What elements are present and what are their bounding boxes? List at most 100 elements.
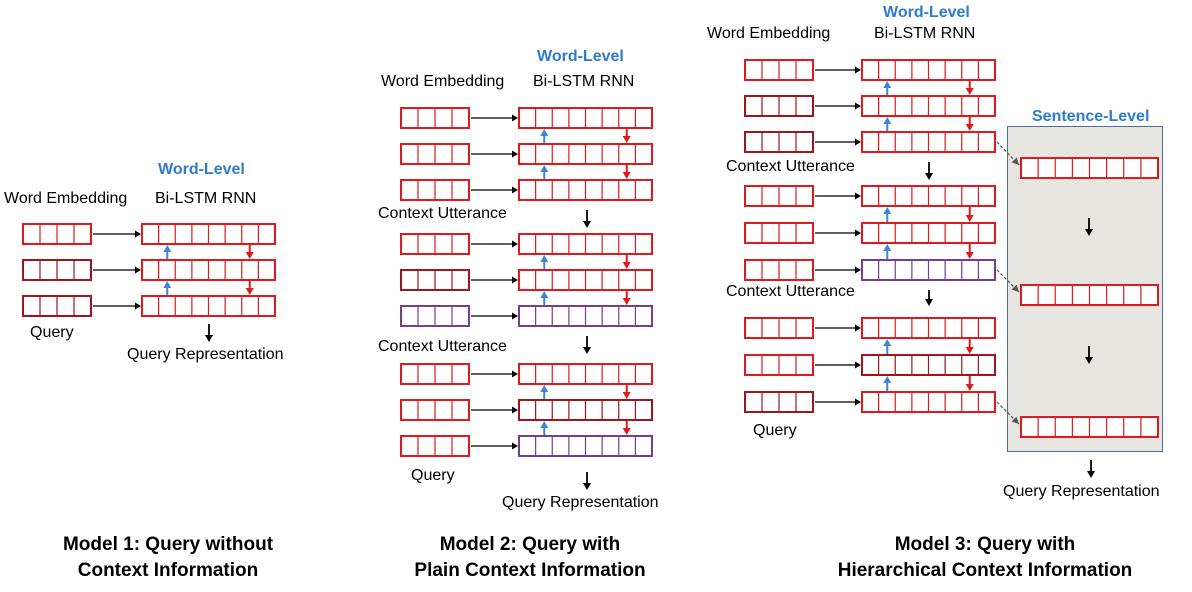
m3-g2-forward-arrow-0-head bbox=[883, 207, 892, 214]
m2-g1-forward-arrow-1-head bbox=[540, 165, 549, 172]
m3-g2-rnn-row-0 bbox=[861, 185, 996, 207]
m3-g2-rnn-row-2 bbox=[861, 259, 996, 281]
m2-g3-embedding-2 bbox=[400, 435, 470, 457]
m2-g1-embed-arrow-2-head bbox=[512, 186, 518, 194]
m3-g2-embed-arrow-2-head bbox=[855, 266, 861, 274]
m2-g3-backward-arrow-0-head bbox=[622, 392, 631, 399]
m3-sentence-link-2-head bbox=[1011, 416, 1019, 424]
m3-g3-embed-arrow-2-head bbox=[855, 398, 861, 406]
m3-g1-forward-arrow-1-head bbox=[883, 117, 892, 124]
m2-g2-rnn-row-2 bbox=[518, 305, 653, 327]
m3-context-utterance-1: Context Utterance bbox=[726, 158, 855, 175]
m3-sentence-row-1 bbox=[1020, 284, 1159, 306]
m2-g2-embedding-1 bbox=[400, 269, 470, 291]
m3-sentence-arrow-0-head bbox=[1085, 229, 1093, 236]
m2-g1-embed-arrow-1-head bbox=[512, 150, 518, 158]
m2-g1-embed-arrow-0-head bbox=[512, 114, 518, 122]
m3-query-label: Query bbox=[753, 422, 797, 439]
m3-g2-embedding-0 bbox=[744, 185, 814, 207]
m1-output-arrow-head bbox=[205, 335, 213, 342]
m2-g3-forward-arrow-1-head bbox=[540, 421, 549, 428]
m2-g2-rnn-row-1 bbox=[518, 269, 653, 291]
m1-embed-arrow-1-head bbox=[135, 266, 141, 274]
m2-g1-embedding-1 bbox=[400, 143, 470, 165]
m3-g3-embedding-1 bbox=[744, 354, 814, 376]
m2-g3-forward-arrow-0-head bbox=[540, 385, 549, 392]
m1-rnn-row-2 bbox=[141, 295, 276, 317]
m3-g2-embed-arrow-0-head bbox=[855, 192, 861, 200]
m3-sentence-row-0 bbox=[1020, 157, 1159, 179]
m2-g3-embed-arrow-1-head bbox=[512, 406, 518, 414]
m2-g3-embedding-0 bbox=[400, 363, 470, 385]
m2-g1-backward-arrow-1-head bbox=[622, 172, 631, 179]
m3-g2-embed-arrow-1-head bbox=[855, 229, 861, 237]
m1-rnn-row-0 bbox=[141, 223, 276, 245]
m1-caption-line2: Context Information bbox=[77, 560, 259, 581]
m3-context-utterance-2: Context Utterance bbox=[726, 283, 855, 300]
m3-g3-backward-arrow-0-head bbox=[965, 347, 974, 354]
m1-embed-arrow-2-head bbox=[135, 302, 141, 310]
m3-g3-embed-arrow-1-head bbox=[855, 361, 861, 369]
m2-g1-forward-arrow-0-head bbox=[540, 129, 549, 136]
m3-sentence-link-0-head bbox=[1011, 157, 1019, 165]
m2-g1-rnn-row-1 bbox=[518, 143, 653, 165]
m3-g1-backward-arrow-0-head bbox=[965, 88, 974, 95]
m1-query-label: Query bbox=[30, 324, 74, 341]
m2-g2-forward-arrow-0-head bbox=[540, 255, 549, 262]
m1-backward-arrow-0-head bbox=[245, 252, 254, 259]
m3-sentence-row-2 bbox=[1020, 416, 1159, 438]
m3-g1-output-arrow-head bbox=[925, 173, 933, 180]
m2-caption-line2: Plain Context Information bbox=[414, 560, 646, 581]
m3-g3-rnn-row-1 bbox=[861, 354, 996, 376]
m2-g3-embedding-1 bbox=[400, 399, 470, 421]
m3-g3-forward-arrow-0-head bbox=[883, 339, 892, 346]
m2-g1-rnn-row-0 bbox=[518, 107, 653, 129]
m1-rnn-row-1 bbox=[141, 259, 276, 281]
m3-g2-backward-arrow-0-head bbox=[965, 215, 974, 222]
m3-g1-forward-arrow-0-head bbox=[883, 81, 892, 88]
m3-g2-backward-arrow-1-head bbox=[965, 252, 974, 259]
m2-g2-backward-arrow-0-head bbox=[622, 262, 631, 269]
m3-g3-rnn-row-0 bbox=[861, 317, 996, 339]
m2-g2-backward-arrow-1-head bbox=[622, 298, 631, 305]
m1-embedding-0 bbox=[22, 223, 92, 245]
m3-sentence-arrow-1-head bbox=[1085, 357, 1093, 364]
m2-g3-backward-arrow-1-head bbox=[622, 428, 631, 435]
m2-bilstm-label: Bi-LSTM RNN bbox=[533, 73, 635, 90]
m3-g1-embedding-1 bbox=[744, 95, 814, 117]
m2-g2-rnn-row-0 bbox=[518, 233, 653, 255]
m1-embedding-1 bbox=[22, 259, 92, 281]
m3-g1-rnn-row-2 bbox=[861, 131, 996, 153]
m2-g1-embedding-2 bbox=[400, 179, 470, 201]
m3-caption-line2: Hierarchical Context Information bbox=[837, 560, 1133, 581]
m1-embed-arrow-0-head bbox=[135, 230, 141, 238]
m2-query-representation-label: Query Representation bbox=[502, 494, 659, 511]
m3-query-representation-label: Query Representation bbox=[1003, 483, 1160, 500]
m3-g1-rnn-row-0 bbox=[861, 59, 996, 81]
m3-word-embedding-label: Word Embedding bbox=[707, 25, 831, 42]
m1-forward-arrow-1-head bbox=[163, 281, 172, 288]
m3-g3-embedding-2 bbox=[744, 391, 814, 413]
m3-output-arrow-head bbox=[1087, 471, 1095, 478]
m3-g2-forward-arrow-1-head bbox=[883, 244, 892, 251]
m3-sentence-level-title: Sentence-Level bbox=[1032, 108, 1150, 125]
m2-g1-backward-arrow-0-head bbox=[622, 136, 631, 143]
m3-caption: Model 3: Query with Hierarchical Context… bbox=[810, 532, 1160, 584]
m1-bilstm-label: Bi-LSTM RNN bbox=[155, 190, 257, 207]
m2-g1-output-arrow-head bbox=[583, 221, 591, 228]
m2-word-level-title: Word-Level bbox=[537, 48, 624, 65]
m2-caption: Model 2: Query with Plain Context Inform… bbox=[380, 532, 680, 584]
m3-g1-backward-arrow-1-head bbox=[965, 124, 974, 131]
m3-g1-embed-arrow-1-head bbox=[855, 102, 861, 110]
m2-g2-output-arrow-head bbox=[583, 347, 591, 354]
m1-caption: Model 1: Query without Context Informati… bbox=[18, 532, 318, 584]
m2-g1-embedding-0 bbox=[400, 107, 470, 129]
m1-embedding-2 bbox=[22, 295, 92, 317]
m3-g1-rnn-row-1 bbox=[861, 95, 996, 117]
m2-g2-embed-arrow-2-head bbox=[512, 312, 518, 320]
m2-g2-embed-arrow-0-head bbox=[512, 240, 518, 248]
m3-word-level-title: Word-Level bbox=[883, 4, 970, 21]
m2-g3-embed-arrow-0-head bbox=[512, 370, 518, 378]
m3-g2-output-arrow-head bbox=[925, 299, 933, 306]
